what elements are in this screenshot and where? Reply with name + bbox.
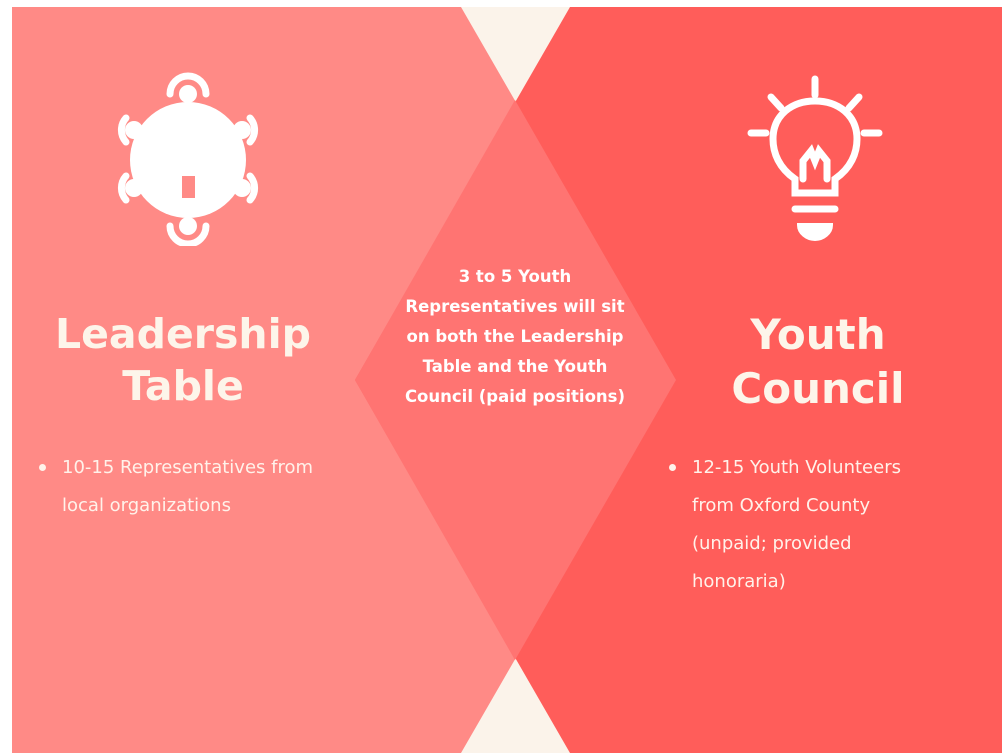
- overlap-description: 3 to 5 Youth Representatives will sit on…: [404, 267, 626, 406]
- youth-council-heading-line2: Council: [731, 364, 905, 413]
- leadership-table-heading: Leadership Table: [18, 308, 348, 412]
- list-item: 12-15 Youth Volunteers from Oxford Count…: [666, 449, 936, 601]
- leadership-table-bullet-list: 10-15 Representatives from local organiz…: [36, 449, 341, 525]
- youth-council-bullet-list: 12-15 Youth Volunteers from Oxford Count…: [666, 449, 936, 601]
- leadership-table-heading-line2: Table: [122, 362, 244, 410]
- light-bulb-icon: [747, 75, 883, 242]
- round-table-icon: [117, 72, 259, 246]
- youth-council-heading-line1: Youth: [750, 310, 886, 359]
- overlap-region: [355, 100, 676, 660]
- list-item: 10-15 Representatives from local organiz…: [36, 449, 341, 525]
- youth-council-heading: Youth Council: [668, 308, 968, 416]
- leadership-table-heading-line1: Leadership: [55, 310, 311, 358]
